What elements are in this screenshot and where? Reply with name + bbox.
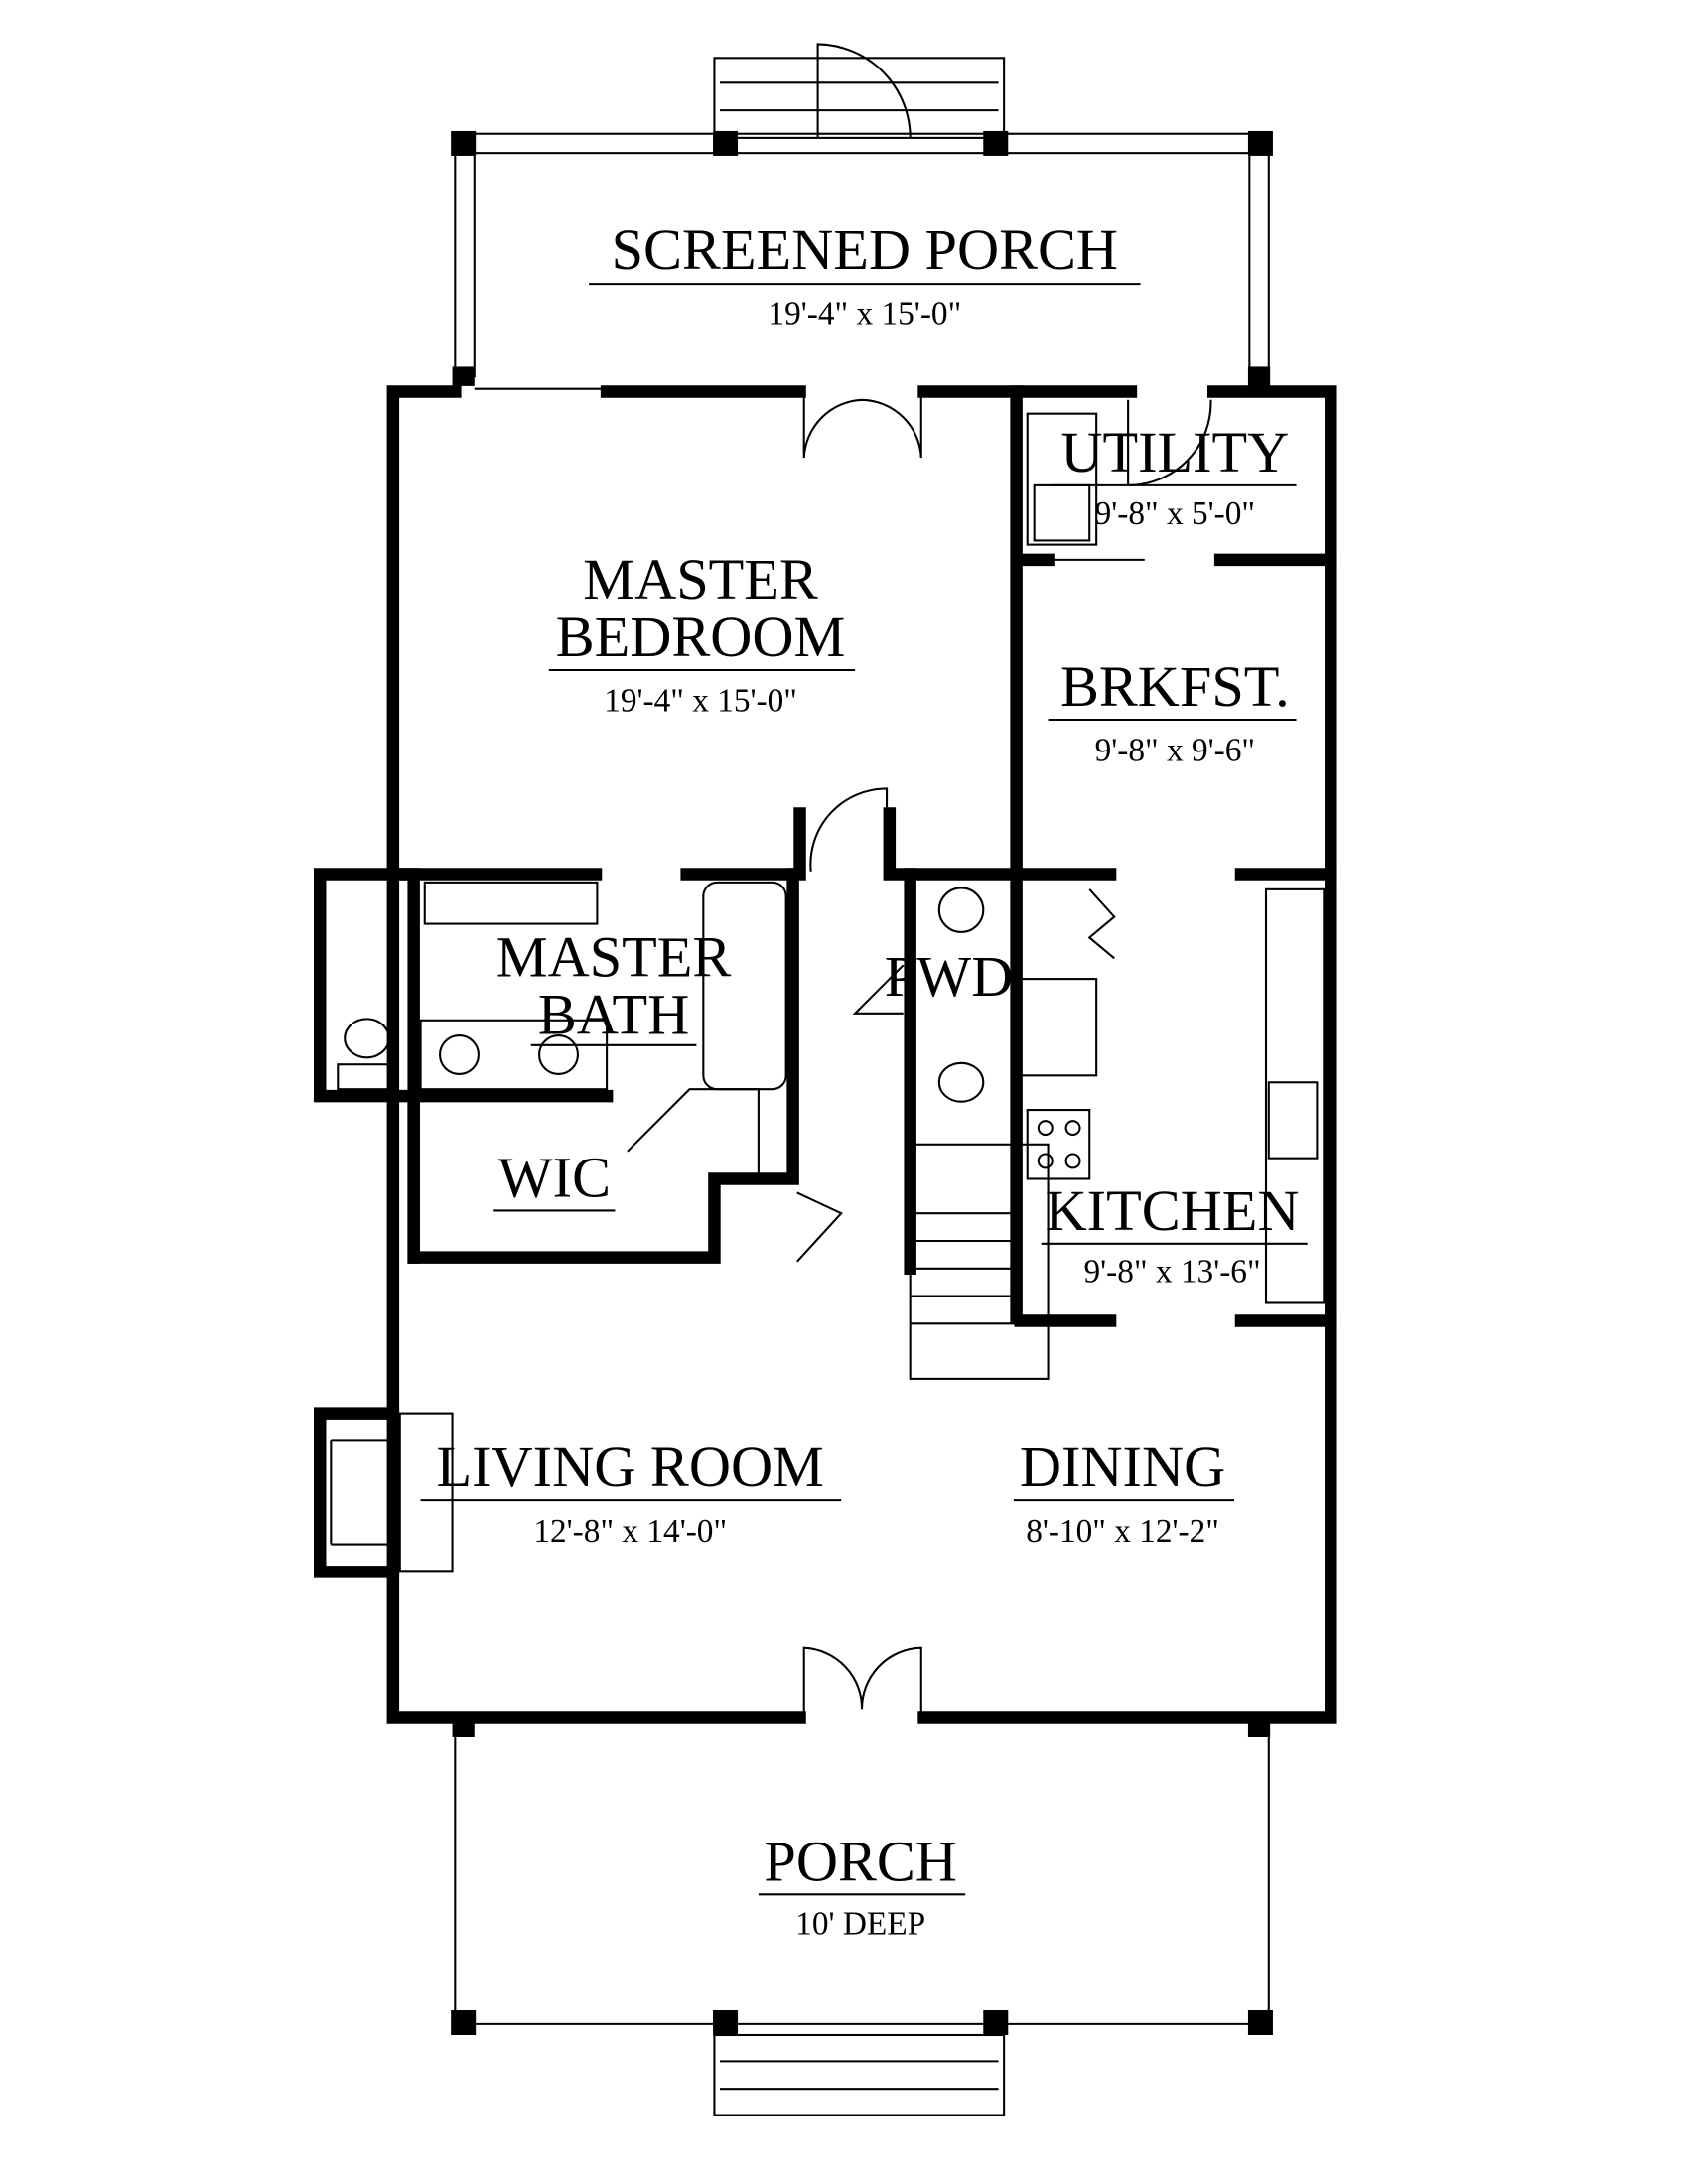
kitchen-dims: 9'-8" x 13'-6": [1084, 1254, 1261, 1291]
powder-room-label: PWD: [885, 944, 1014, 1009]
bathtub: [702, 881, 787, 1091]
screened-porch-label: SCREENED PORCH: [612, 217, 1118, 282]
master-bath-label-1: MASTER: [496, 924, 732, 989]
sink: [538, 1034, 579, 1075]
master-bedroom-label-2: BEDROOM: [556, 605, 846, 669]
dining-dims: 8'-10" x 12'-2": [1026, 1513, 1219, 1550]
master-bedroom-label-1: MASTER: [583, 547, 818, 612]
front-porch-structure: [451, 1720, 1273, 2116]
kitchen-sink: [1267, 1081, 1319, 1160]
front-french-door: [802, 1646, 922, 1718]
dining-label: DINING: [1020, 1434, 1225, 1499]
wic-door: [627, 1088, 760, 1179]
closet-door: [796, 1191, 843, 1263]
house-walls: [313, 385, 1337, 1724]
bedroom-french-door: [802, 385, 922, 459]
master-bedroom-dims: 19'-4" x 15'-0": [604, 683, 797, 720]
screened-porch-dims: 19'-4" x 15'-0": [768, 295, 961, 332]
bedroom-door-swing: [809, 787, 889, 872]
sink: [439, 1034, 480, 1075]
master-bath-label-2: BATH: [538, 983, 689, 1047]
porch-dims: 10' DEEP: [795, 1906, 925, 1943]
room-labels: SCREENED PORCH 19'-4" x 15'-0" MASTER BE…: [420, 217, 1308, 1943]
pwd-sink: [937, 887, 985, 933]
pwd-door: [852, 964, 905, 1015]
fixtures: [313, 412, 1326, 1578]
wic-label: WIC: [498, 1146, 611, 1210]
porch-door-swing: [816, 43, 912, 138]
utility-dims: 9'-8" x 5'-0": [1095, 495, 1255, 532]
stairs: [909, 1143, 1050, 1380]
porch-label: PORCH: [764, 1829, 957, 1893]
breakfast-dims: 9'-8" x 9'-6": [1095, 733, 1255, 769]
toilet: [344, 1018, 390, 1059]
kitchen-label: KITCHEN: [1046, 1178, 1300, 1243]
breakfast-label: BRKFST.: [1060, 654, 1290, 719]
living-room-label: LIVING ROOM: [436, 1434, 823, 1499]
living-room-dims: 12'-8" x 14'-0": [533, 1513, 727, 1550]
utility-label: UTILITY: [1060, 420, 1289, 484]
fireplace: [313, 1407, 454, 1578]
screened-porch-structure: [451, 43, 1273, 386]
pwd-toilet: [937, 1061, 985, 1103]
